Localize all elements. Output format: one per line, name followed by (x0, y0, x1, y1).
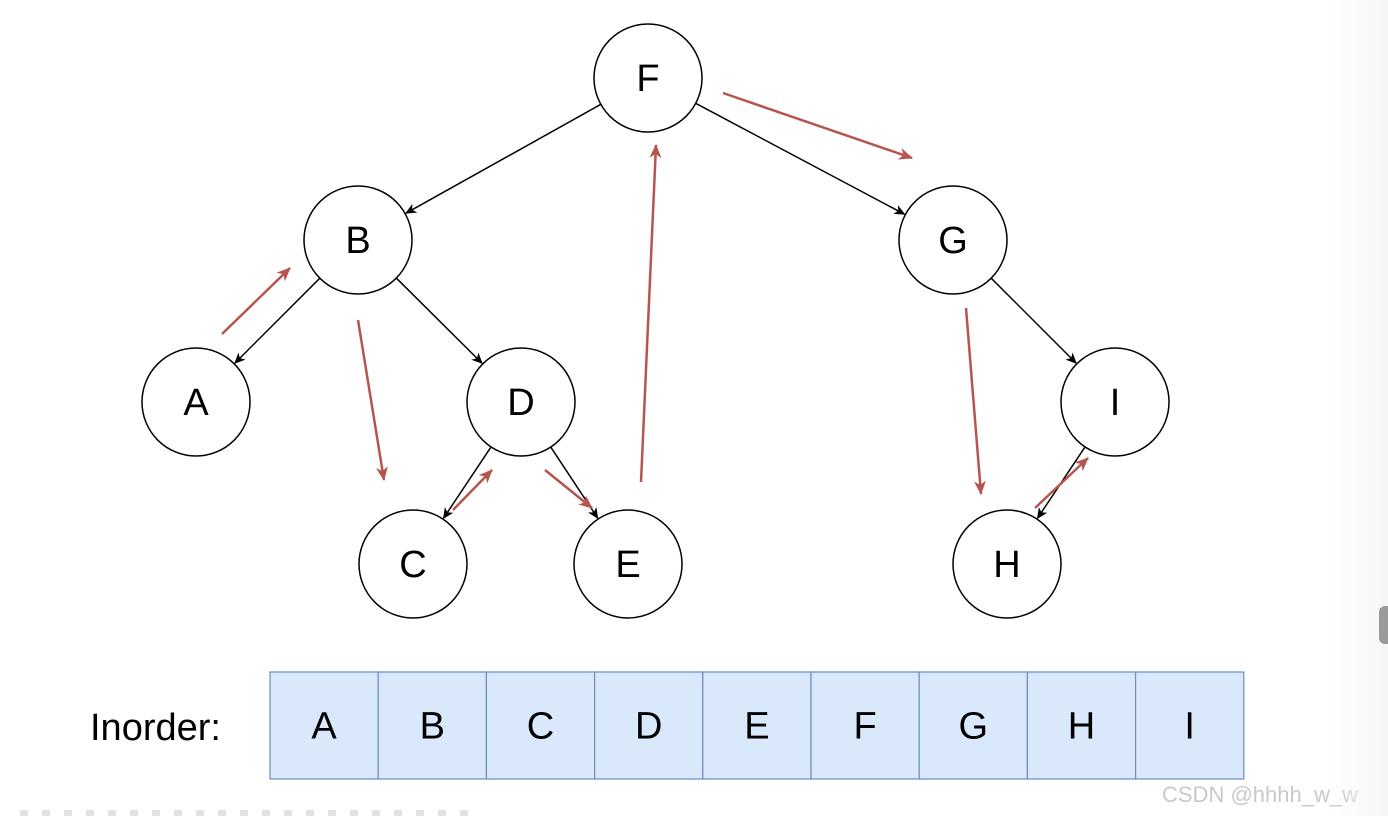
tree-node-H: H (952, 509, 1062, 619)
tree-edges (234, 102, 1086, 520)
inorder-cell-label: E (744, 706, 769, 748)
node-circle (141, 347, 251, 457)
inorder-cell-label: D (635, 706, 662, 748)
tree-nodes: F B G A D I C E H (141, 23, 1170, 619)
tree-node-B: B (303, 185, 413, 295)
inorder-cell (593, 671, 704, 780)
inorder-cell-label: B (420, 706, 445, 748)
tree-node-I: I (1060, 347, 1170, 457)
node-circle (1060, 347, 1170, 457)
edge-B-A (234, 277, 321, 364)
inorder-cell (1026, 671, 1137, 780)
inorder-cell-label: I (1184, 706, 1195, 748)
inorder-cell (485, 671, 596, 780)
inorder-cell (918, 671, 1029, 780)
node-label: H (993, 544, 1020, 586)
node-circle (303, 185, 413, 295)
inorder-cell (702, 671, 812, 780)
node-circle (466, 347, 576, 457)
cut-off-text-strip (20, 810, 470, 816)
scrollbar-handle[interactable] (1379, 606, 1388, 644)
inorder-label: Inorder: (90, 707, 221, 749)
edge-F-G (695, 102, 906, 215)
inorder-cell-label: C (527, 706, 554, 748)
traversal-arrow-A-B (221, 267, 291, 335)
watermark: CSDN @hhhh_w_w (1162, 782, 1358, 807)
inorder-cell-label: H (1068, 706, 1095, 748)
inorder-sequence: Inorder: A B C D E F G H I (90, 671, 1245, 780)
traversal-arrow-B-C (356, 319, 388, 481)
inorder-cell-label: F (853, 706, 876, 748)
node-label: C (399, 544, 426, 586)
traversal-arrow-G-H (964, 307, 986, 495)
tree-node-F: F (593, 23, 703, 133)
page-edge-shadow (1330, 0, 1388, 816)
inorder-cell-label: A (311, 706, 337, 748)
node-circle (952, 509, 1062, 619)
inorder-cell (269, 671, 379, 780)
inorder-traversal-arrows (221, 91, 1089, 511)
node-label: I (1110, 382, 1121, 424)
edge-D-C (442, 446, 492, 520)
traversal-arrow-E-F (639, 144, 662, 483)
node-label: B (345, 220, 370, 262)
node-label: F (636, 58, 659, 100)
edge-B-D (395, 277, 483, 364)
node-circle (593, 23, 703, 133)
tree-node-E: E (573, 509, 683, 619)
edge-G-I (990, 277, 1077, 364)
tree-node-G: G (898, 185, 1008, 295)
tree-node-A: A (141, 347, 251, 457)
inorder-cell-label: G (959, 706, 989, 748)
traversal-arrow-F-G (722, 91, 913, 160)
node-circle (573, 509, 683, 619)
tree-node-C: C (358, 509, 468, 619)
node-label: A (183, 382, 209, 424)
traversal-arrow-H-I (1034, 457, 1089, 509)
tree-node-D: D (466, 347, 576, 457)
inorder-cell (1134, 671, 1245, 780)
node-circle (358, 509, 468, 619)
node-label: G (938, 220, 968, 262)
node-circle (898, 185, 1008, 295)
node-label: D (507, 382, 534, 424)
node-label: E (615, 544, 640, 586)
traversal-arrow-C-D (452, 469, 493, 511)
edge-F-B (405, 103, 602, 214)
traversal-arrow-D-E (544, 469, 593, 509)
